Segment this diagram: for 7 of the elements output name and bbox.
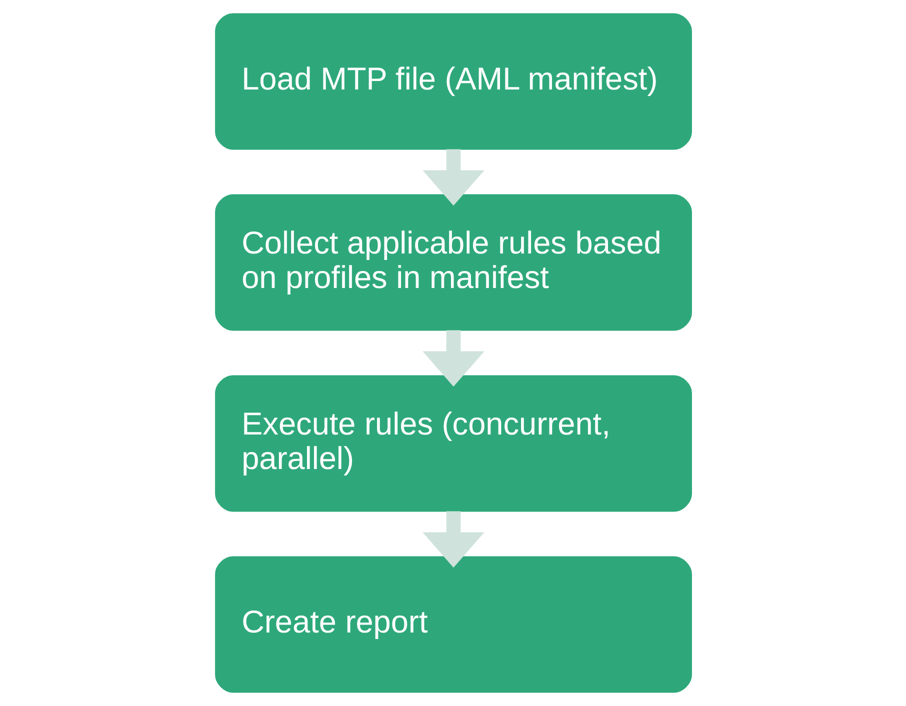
node-box: Create report <box>214 556 692 693</box>
node-box: Collect applicable rules based on profiles in manifest <box>214 194 692 331</box>
node-box: Load MTP file (AML manifest) <box>214 13 692 150</box>
arrow <box>422 511 484 568</box>
arrow <box>422 330 484 387</box>
arrow <box>422 149 484 206</box>
node-box: Execute rules (concurrent, parallel) <box>214 375 692 512</box>
